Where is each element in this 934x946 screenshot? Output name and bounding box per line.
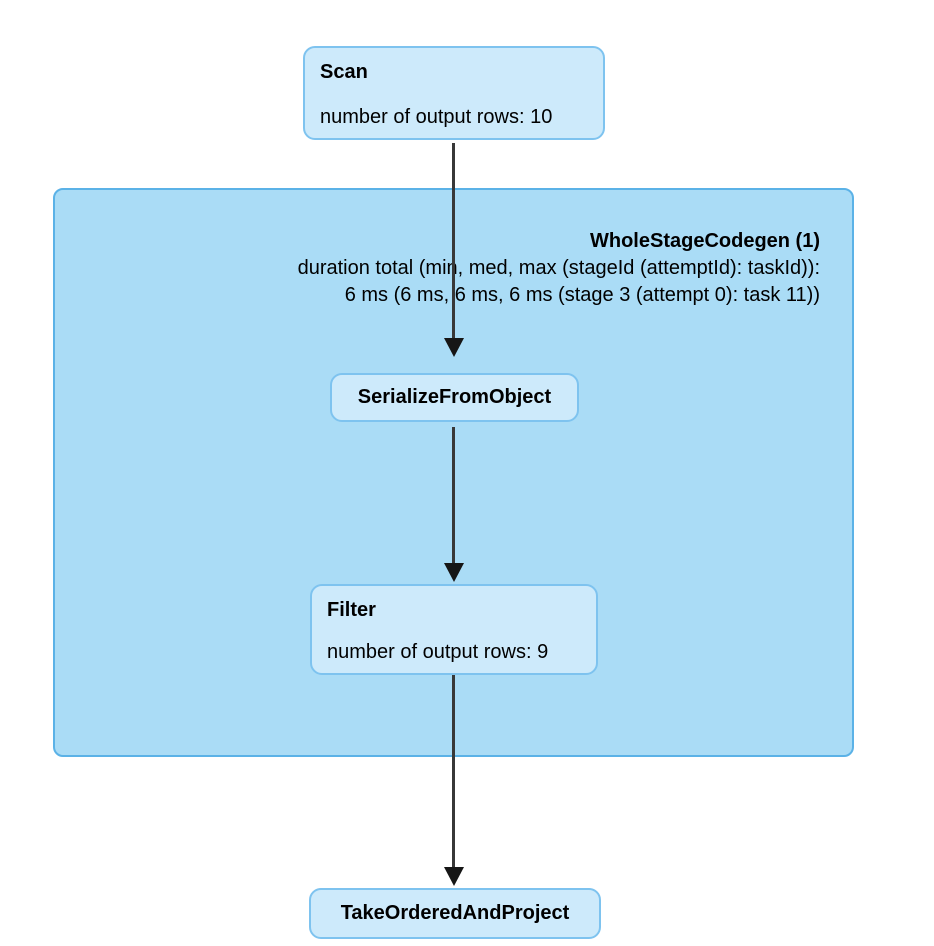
filter-output-rows-metric: number of output rows: 9	[327, 641, 549, 663]
arrowhead-down-icon	[444, 867, 464, 886]
wholestagecodegen-label: WholeStageCodegen (1) duration total (mi…	[298, 228, 820, 309]
edge-shaft	[452, 143, 455, 341]
scan-node[interactable]: Scan number of output rows: 10	[303, 46, 605, 140]
filter-node-title: Filter	[327, 599, 376, 621]
takeorderedandproject-node-title: TakeOrderedAndProject	[340, 902, 570, 924]
edge-filter-to-takeorderedandproject	[444, 675, 464, 886]
edge-shaft	[452, 675, 455, 870]
edge-serializefromobject-to-filter	[444, 427, 464, 582]
serializefromobject-node[interactable]: SerializeFromObject	[330, 373, 579, 422]
wholestagecodegen-title: WholeStageCodegen (1)	[589, 230, 820, 252]
edge-shaft	[452, 427, 455, 566]
scan-output-rows-metric: number of output rows: 10	[320, 106, 553, 128]
arrowhead-down-icon	[444, 563, 464, 582]
filter-node[interactable]: Filter number of output rows: 9	[310, 584, 598, 675]
serializefromobject-node-title: SerializeFromObject	[357, 386, 552, 408]
arrowhead-down-icon	[444, 338, 464, 357]
wholestagecodegen-duration-metric-value: 6 ms (6 ms, 6 ms, 6 ms (stage 3 (attempt…	[344, 284, 820, 306]
scan-node-title: Scan	[320, 61, 368, 83]
wholestagecodegen-duration-metric-header: duration total (min, med, max (stageId (…	[297, 257, 820, 279]
takeorderedandproject-node[interactable]: TakeOrderedAndProject	[309, 888, 601, 939]
edge-scan-to-serializefromobject	[444, 143, 464, 357]
